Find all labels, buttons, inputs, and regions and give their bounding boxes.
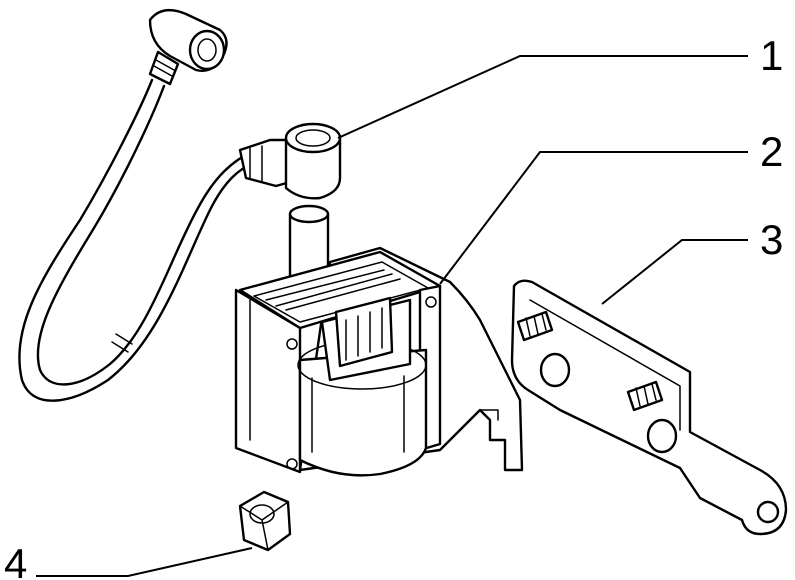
- mounting-strap: [510, 279, 788, 536]
- stud-left: [516, 310, 554, 342]
- ignition-coil-assembly: [234, 204, 524, 477]
- hex-nut: [238, 490, 292, 552]
- callout-4: 4: [4, 540, 27, 580]
- spark-plug-boot: [148, 8, 228, 86]
- callout-2: 2: [760, 128, 783, 175]
- coil-boot-cap: [238, 122, 342, 200]
- stud-right: [626, 380, 664, 412]
- callout-3: 3: [760, 216, 783, 263]
- ignition-lead: [18, 8, 342, 402]
- leader-lines: [36, 55, 748, 577]
- callout-1: 1: [760, 32, 783, 79]
